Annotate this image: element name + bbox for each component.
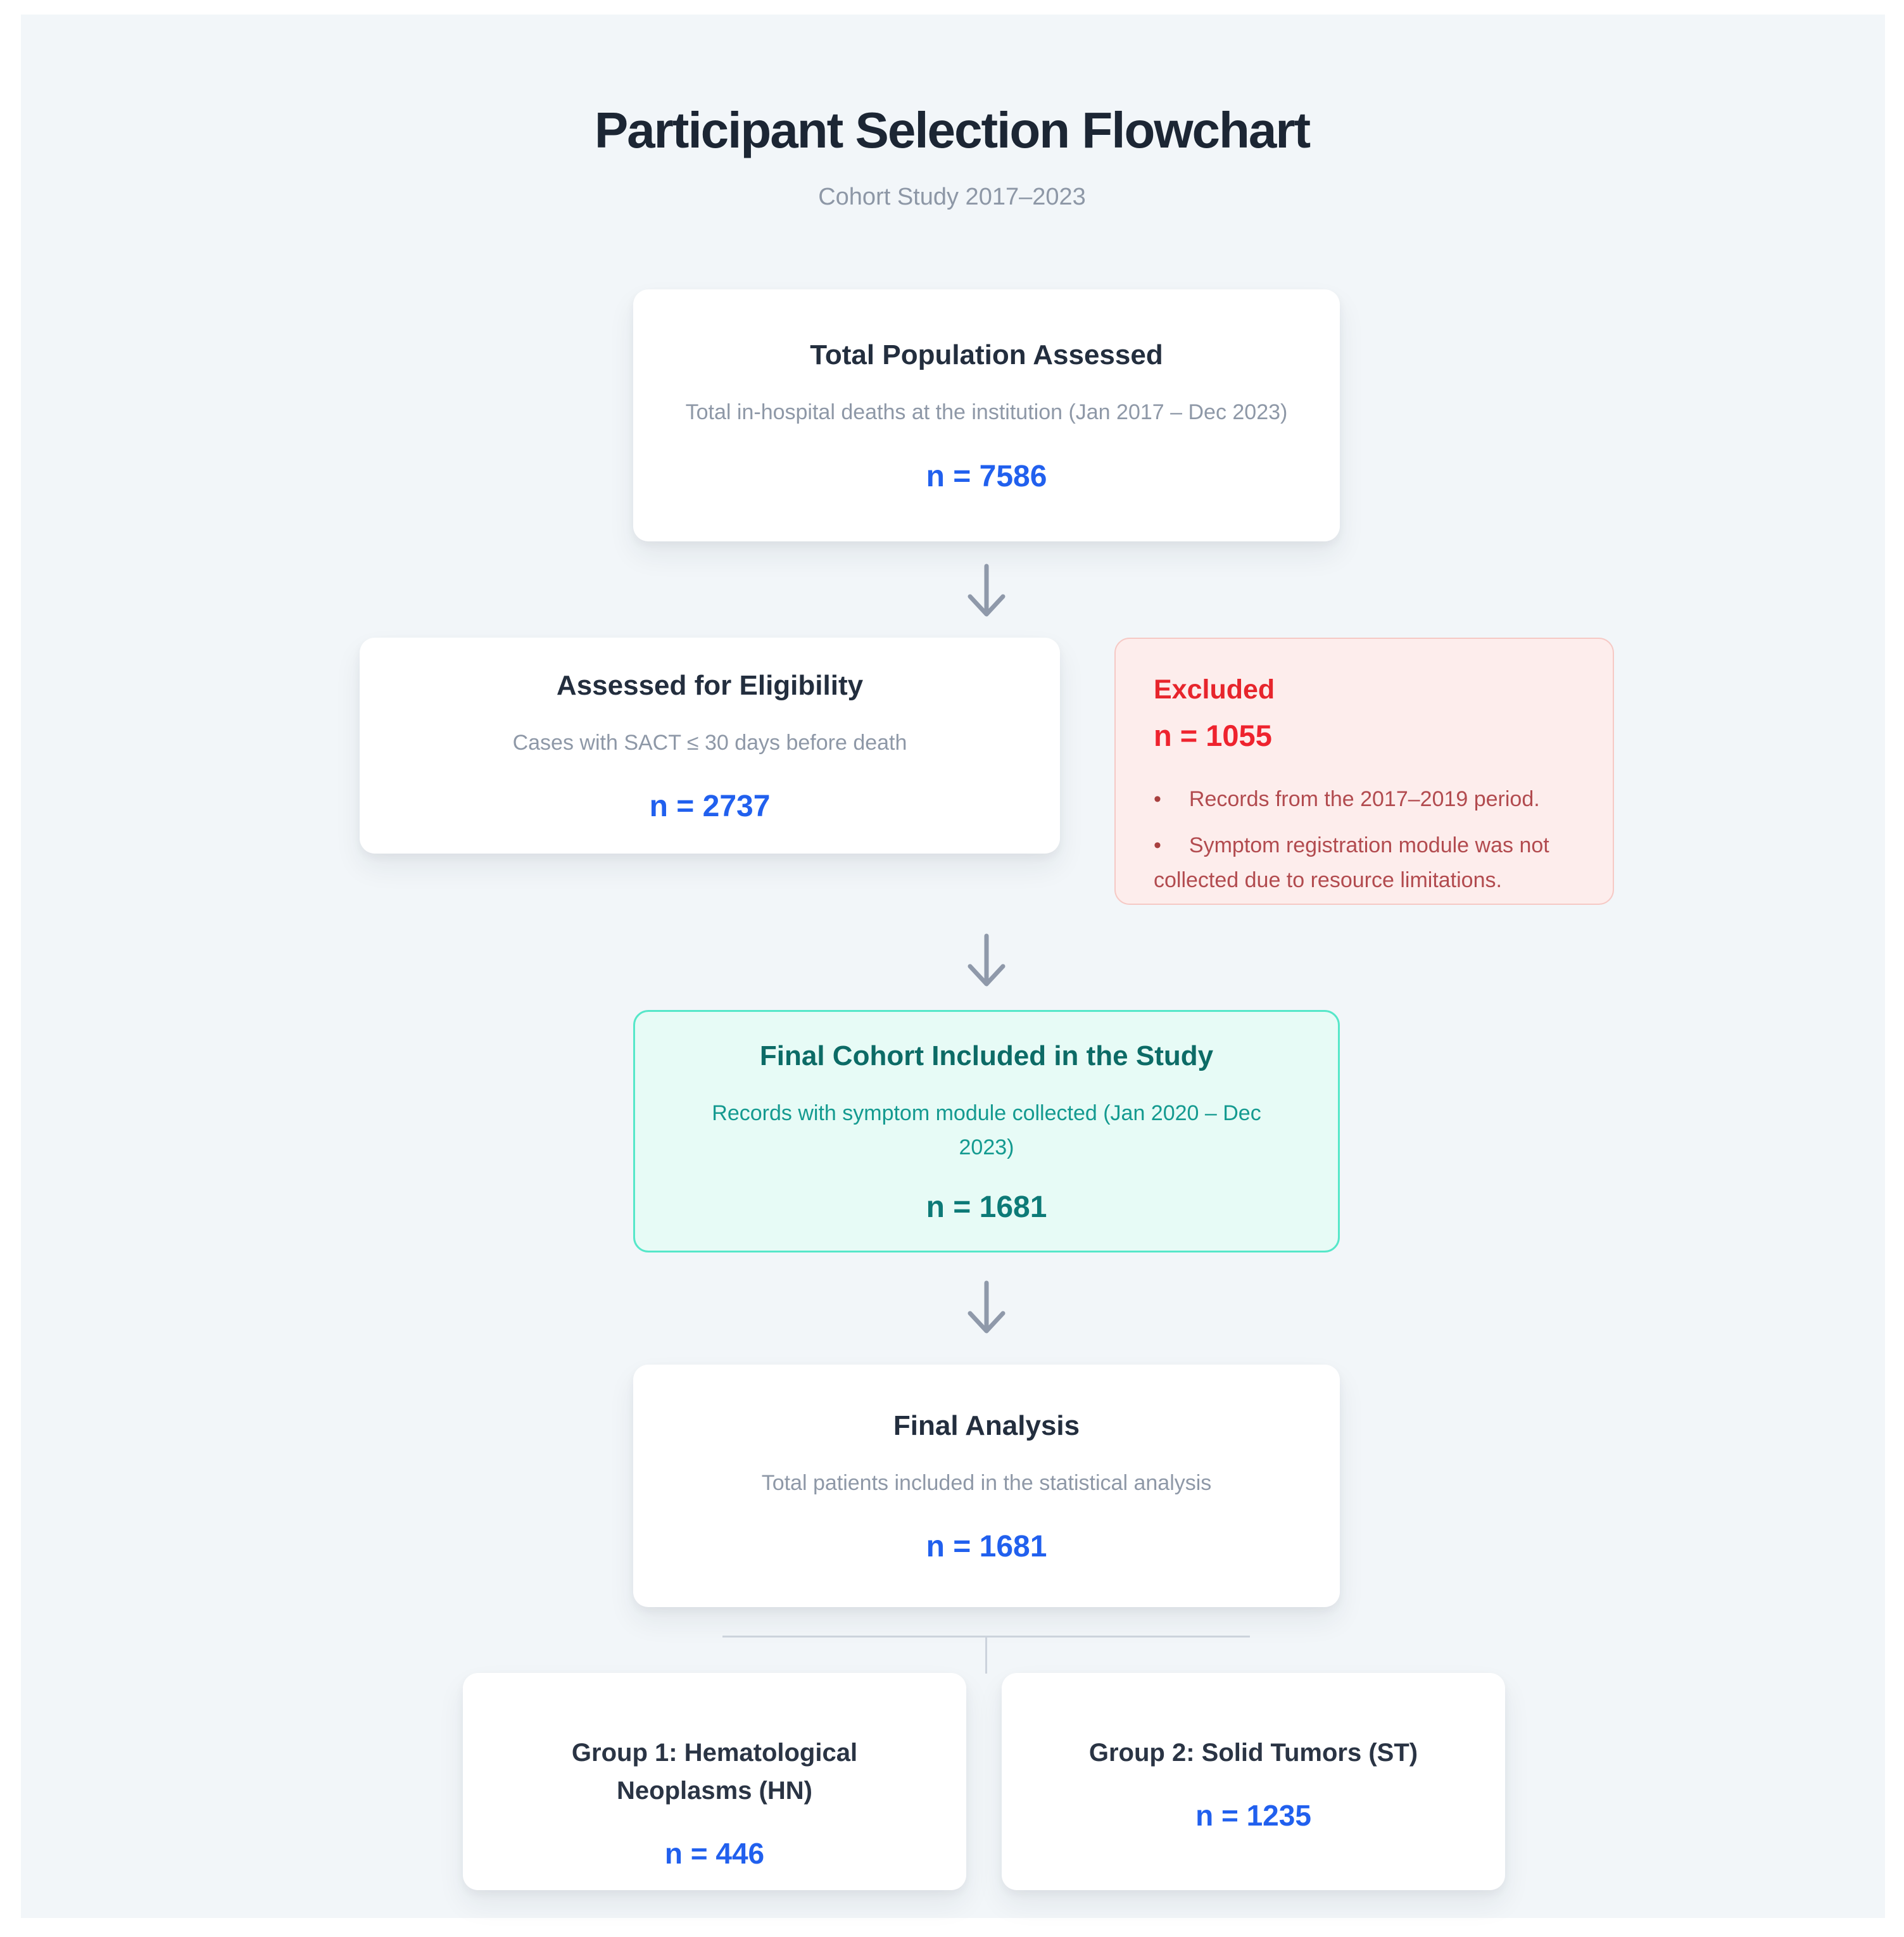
node-title: Final Analysis [893,1410,1080,1441]
node-final-cohort: Final Cohort Included in the Study Recor… [633,1010,1340,1252]
down-arrow-icon [968,933,1006,987]
node-count: n = 1235 [1195,1799,1311,1832]
node-description: Cases with SACT ≤ 30 days before death [512,730,907,755]
excluded-reason: Symptom registration module was not coll… [1154,828,1575,898]
node-title: Group 1: Hematological Neoplasms (HN) [571,1739,858,1805]
node-count: n = 1681 [926,1190,1047,1225]
node-group1-hematological: Group 1: Hematological Neoplasms (HN) n … [463,1673,966,1890]
node-count: n = 446 [664,1837,765,1870]
down-arrow-icon [968,1280,1006,1334]
node-title: Total Population Assessed [810,339,1163,371]
node-description: Total patients included in the statistic… [761,1470,1212,1495]
node-count: n = 7586 [926,459,1047,493]
split-connector-stem [985,1636,987,1674]
page-subtitle: Cohort Study 2017–2023 [818,184,1086,210]
node-total-population: Total Population Assessed Total in-hospi… [633,289,1340,541]
page-title: Participant Selection Flowchart [594,102,1311,158]
excluded-title: Excluded [1154,674,1275,705]
node-count: n = 2737 [649,790,771,824]
node-description: Total in-hospital deaths at the institut… [685,400,1288,425]
node-assessed-eligibility: Assessed for Eligibility Cases with SACT… [360,638,1060,854]
node-title: Assessed for Eligibility [556,669,864,701]
node-description: Records with symptom module collected (J… [712,1101,1261,1159]
node-title: Final Cohort Included in the Study [759,1040,1214,1071]
excluded-reason: Records from the 2017–2019 period. [1154,782,1575,817]
down-arrow-icon [968,564,1006,617]
node-final-analysis: Final Analysis Total patients included i… [633,1365,1340,1607]
node-count: n = 1681 [926,1530,1047,1564]
node-excluded: Excluded n = 1055 Records from the 2017–… [1114,638,1614,905]
node-group2-solid-tumors: Group 2: Solid Tumors (ST) n = 1235 [1002,1673,1505,1890]
excluded-count: n = 1055 [1154,719,1272,752]
node-title: Group 2: Solid Tumors (ST) [1088,1739,1418,1767]
